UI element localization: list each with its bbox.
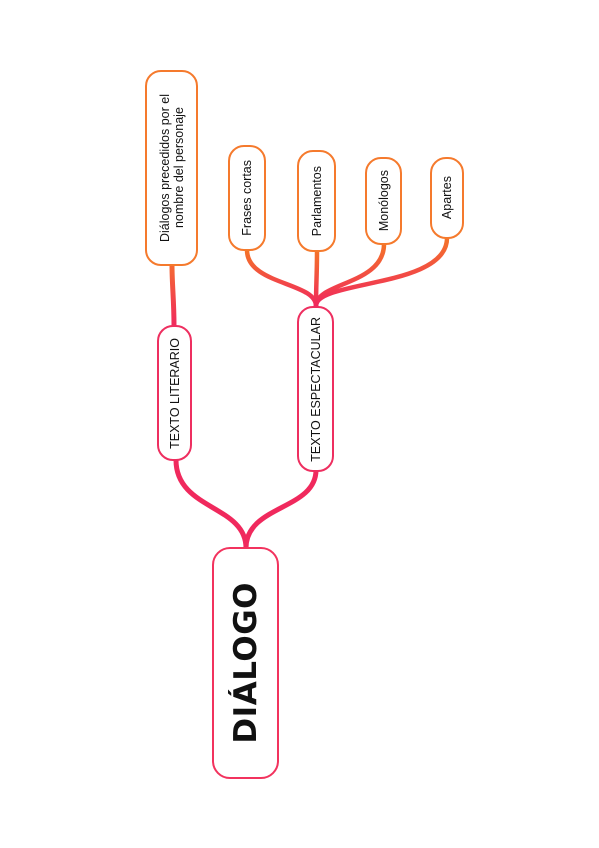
connector-root-espectacular	[243, 467, 319, 551]
connector-literario-dialogos	[169, 262, 177, 329]
connector-root-literario	[173, 457, 249, 551]
leaf-node-label: Monólogos	[376, 170, 391, 232]
leaf-node-monologos[interactable]: Monólogos	[365, 157, 402, 245]
leaf-node-apartes[interactable]: Apartes	[430, 157, 464, 239]
leaf-node-parlamentos[interactable]: Parlamentos	[297, 150, 336, 252]
leaf-node-label: Frases cortas	[240, 160, 254, 236]
connector-espectacular-apartes	[313, 235, 450, 309]
branch-node-texto-literario[interactable]: TEXTO LITERARIO	[157, 325, 192, 461]
leaf-node-dialogos-precedidos[interactable]: Diálogos precedidos por el nombre del pe…	[145, 70, 198, 266]
branch-node-label: TEXTO LITERARIO	[167, 337, 182, 449]
root-node-label: DIÁLOGO	[227, 582, 264, 744]
leaf-node-frases-cortas[interactable]: Frases cortas	[228, 145, 266, 251]
leaf-node-label: Apartes	[440, 176, 454, 220]
root-node-dialogo[interactable]: DIÁLOGO	[212, 547, 279, 779]
leaf-node-label: Diálogos precedidos por el nombre del pe…	[158, 94, 186, 242]
leaf-node-label-line2: nombre del personaje	[171, 107, 186, 229]
leaf-node-label: Parlamentos	[309, 165, 324, 237]
connector-espectacular-frases	[244, 247, 319, 309]
branch-node-texto-espectacular[interactable]: TEXTO ESPECTACULAR	[297, 306, 334, 472]
leaf-node-label-line1: Diálogos precedidos por el	[157, 93, 172, 242]
branch-node-label: TEXTO ESPECTACULAR	[308, 316, 323, 462]
